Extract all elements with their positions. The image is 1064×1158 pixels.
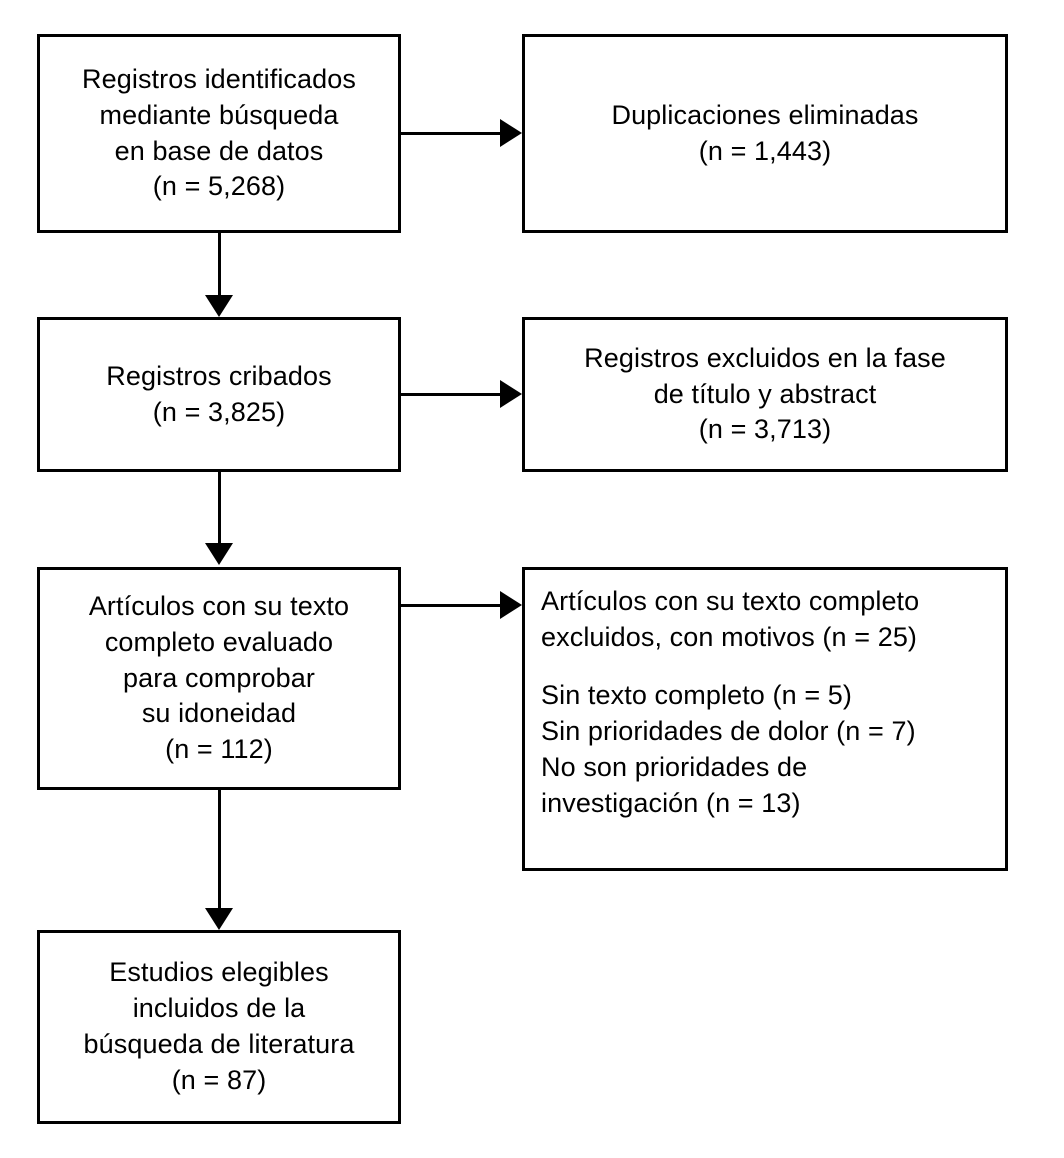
fulltext-excluded-header: Artículos con su texto completo excluido… <box>541 586 920 652</box>
fulltext-assessed-box: Artículos con su texto completo evaluado… <box>37 567 401 790</box>
fulltext-excluded-reasons: Sin texto completo (n = 5) Sin prioridad… <box>541 679 916 818</box>
duplicates-removed-text: Duplicaciones eliminadas (n = 1,443) <box>611 99 919 166</box>
fulltext-assessed-text: Artículos con su texto completo evaluado… <box>88 590 350 765</box>
duplicates-removed-box: Duplicaciones eliminadas (n = 1,443) <box>522 34 1008 233</box>
records-screened-text: Registros cribados (n = 3,825) <box>106 360 332 427</box>
records-excluded-box: Registros excluidos en la fase de título… <box>522 317 1008 472</box>
fulltext-excluded-box: Artículos con su texto completo excluido… <box>522 567 1008 871</box>
records-screened-box: Registros cribados (n = 3,825) <box>37 317 401 472</box>
records-excluded-text: Registros excluidos en la fase de título… <box>584 342 946 445</box>
records-identified-text: Registros identificados mediante búsqued… <box>82 63 356 202</box>
studies-included-text: Estudios elegibles incluidos de la búsqu… <box>83 957 355 1095</box>
studies-included-box: Estudios elegibles incluidos de la búsqu… <box>37 930 401 1124</box>
records-identified-box: Registros identificados mediante búsqued… <box>37 34 401 233</box>
